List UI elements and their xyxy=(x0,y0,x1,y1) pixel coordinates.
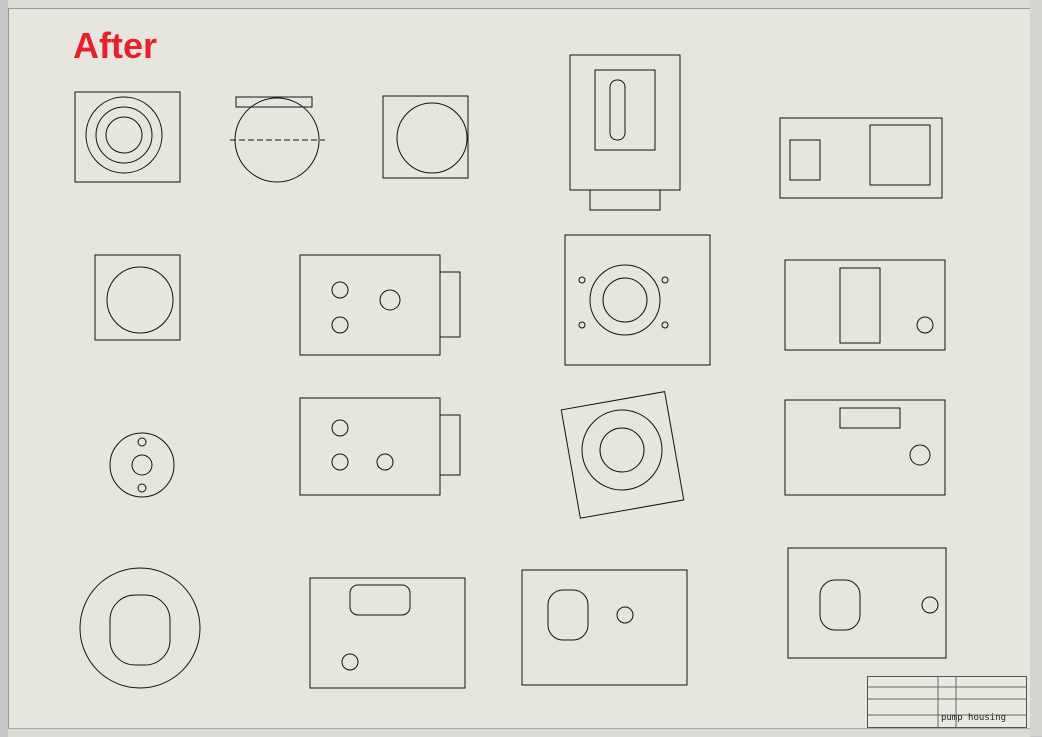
after-annotation: After xyxy=(73,25,158,66)
iso-view-1[interactable] xyxy=(309,577,466,689)
front-view-top[interactable] xyxy=(569,54,681,211)
vertical-scrollbar[interactable] xyxy=(1030,0,1042,736)
part-name: pump housing xyxy=(940,713,1006,723)
detail-circle-view[interactable] xyxy=(79,567,201,689)
section-view-2[interactable] xyxy=(230,96,325,183)
side-view-3[interactable] xyxy=(299,397,461,496)
section-view-4[interactable] xyxy=(94,254,181,341)
dimensioned-view[interactable] xyxy=(564,234,711,366)
section-view-1[interactable] xyxy=(74,91,181,183)
side-view-1[interactable] xyxy=(299,254,461,356)
side-view-2[interactable] xyxy=(784,259,946,351)
drawing-sheet[interactable] xyxy=(8,8,1032,732)
detail-flange-view[interactable] xyxy=(109,432,175,498)
section-view-right-1[interactable] xyxy=(779,117,943,199)
section-view-rotated[interactable] xyxy=(560,391,685,519)
side-view-4[interactable] xyxy=(784,399,946,496)
section-view-3[interactable] xyxy=(382,95,469,179)
iso-view-2[interactable] xyxy=(521,569,688,686)
title-block-grid xyxy=(868,677,1026,727)
title-block[interactable]: pump housing xyxy=(867,676,1027,728)
iso-view-3[interactable] xyxy=(787,547,947,659)
bottom-zone-ruler xyxy=(8,728,1030,737)
